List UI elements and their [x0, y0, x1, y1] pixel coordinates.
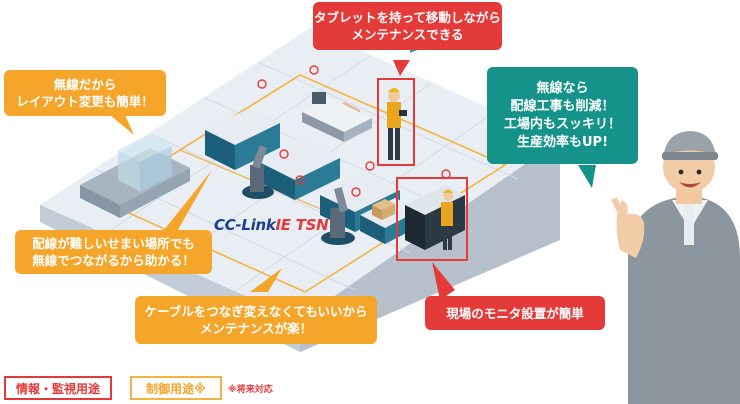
callout-cable: ケーブルをつなぎ変えなくてもいいから メンテナンスが楽！ [135, 296, 377, 344]
callout-monitor: 現場のモニタ設置が簡単 [425, 296, 605, 330]
conveyor-left [80, 134, 190, 218]
robot-arm-1 [242, 145, 274, 199]
logo-ie-tsn: IE TSN [275, 216, 329, 234]
legend-footnote: ※将来対応 [228, 385, 273, 395]
callout-worker: 無線なら 配線工事も削減！ 工場内もスッキリ！ 生産効率もUP! [487, 67, 638, 164]
wifi-icon [257, 65, 451, 197]
tablet-highlight [377, 78, 415, 166]
logo-cc-link: CC-Link [214, 216, 276, 234]
legend-control: 制御用途※ [130, 376, 222, 400]
worker-with-tablet [387, 88, 407, 160]
callout-tablet: タブレットを持って移動しながら メンテナンスできる [313, 2, 502, 50]
agv-cart [302, 92, 372, 142]
robot-arm-2 [321, 187, 355, 245]
callout-layout-change: 無線だから レイアウト変更も簡単！ [4, 70, 166, 116]
callout-narrow-space: 配線が難しいせまい場所でも 無線でつながるから助かる！ [15, 230, 212, 274]
legend-info-monitoring: 情報・監視用途 [4, 376, 112, 400]
monitor-highlight [396, 177, 468, 261]
engineer-figure [611, 131, 740, 404]
cc-link-logo: CC-LinkIE TSN [214, 216, 329, 234]
